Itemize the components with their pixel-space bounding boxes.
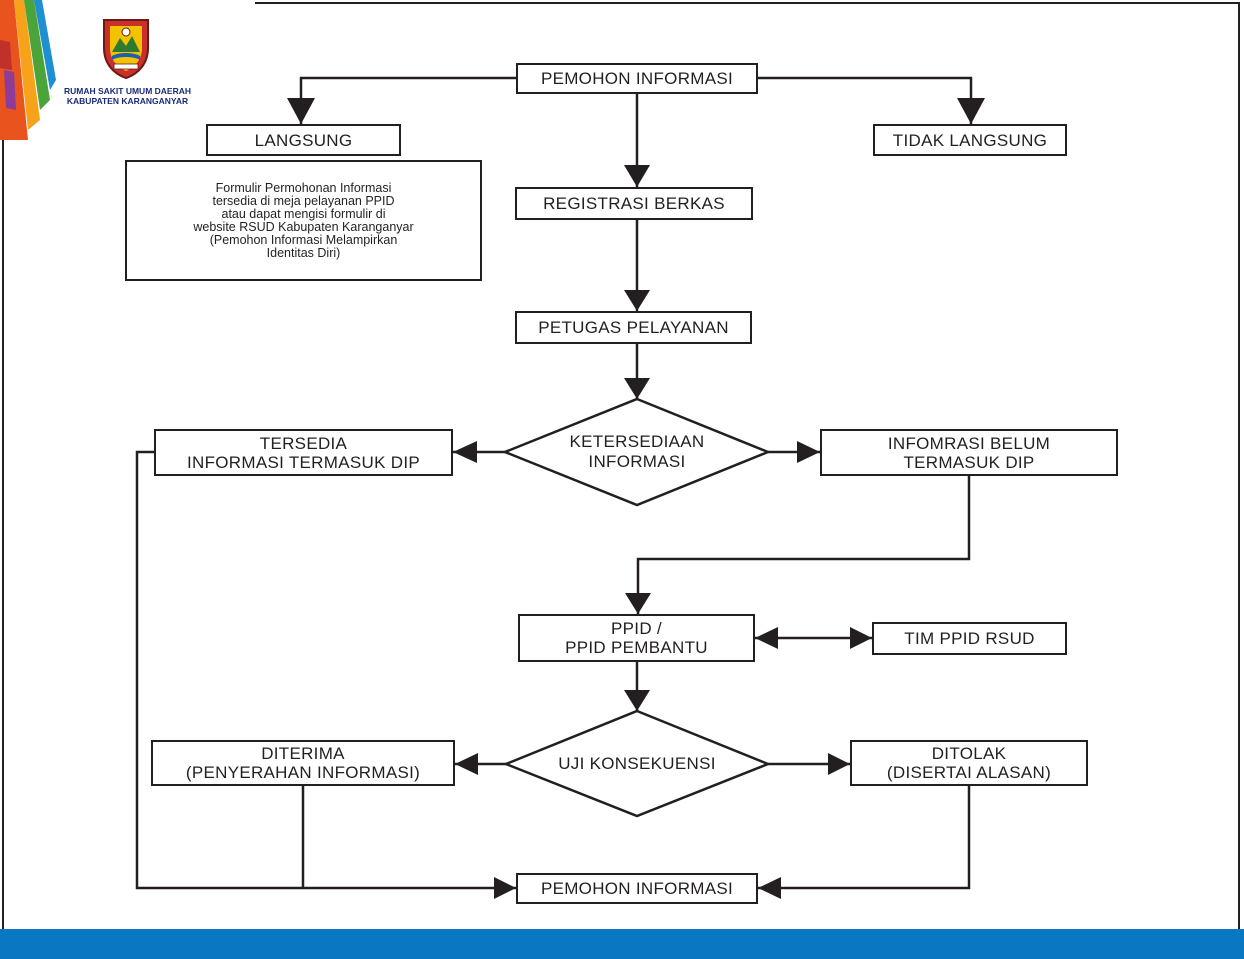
node-registrasi-berkas: REGISTRASI BERKAS — [515, 187, 753, 220]
node-ditolak-line1: DITOLAK — [931, 744, 1007, 763]
connector-start-langsung — [299, 76, 516, 124]
decorative-stripes-icon — [0, 0, 56, 140]
node-registrasi-label: REGISTRASI BERKAS — [543, 194, 725, 213]
node-diterima-line2: (PENYERAHAN INFORMASI) — [185, 763, 421, 782]
node-belum-line1: INFOMRASI BELUM — [887, 433, 1051, 453]
node-pemohon-start-label: PEMOHON INFORMASI — [540, 69, 734, 88]
node-tidak-langsung-label: TIDAK LANGSUNG — [892, 130, 1048, 150]
node-ditolak-line2: (DISERTAI ALASAN) — [886, 763, 1052, 782]
decision-ketersediaan-shape — [501, 397, 772, 507]
node-tim-ppid: TIM PPID RSUD — [872, 622, 1067, 655]
connector-ditolak-end — [758, 786, 971, 890]
node-diterima: DITERIMA (PENYERAHAN INFORMASI) — [151, 740, 455, 786]
node-belum-dip: INFOMRASI BELUM TERMASUK DIP — [820, 429, 1118, 476]
node-ditolak: DITOLAK (DISERTAI ALASAN) — [850, 740, 1088, 786]
node-langsung-label: LANGSUNG — [254, 130, 353, 150]
node-tersedia-line2: INFORMASI TERMASUK DIP — [187, 452, 420, 472]
decision-uji-label: UJI KONSEKUENSI — [530, 752, 744, 776]
org-name-line1: RUMAH SAKIT UMUM DAERAH — [63, 86, 192, 96]
node-pemohon-end-label: PEMOHON INFORMASI — [540, 879, 734, 898]
note-line: website RSUD Kabupaten Karanganyar — [193, 219, 414, 234]
note-line: atau dapat mengisi formulir di — [221, 206, 386, 221]
node-diterima-line1: DITERIMA — [261, 744, 345, 763]
note-line: (Pemohon Informasi Melampirkan — [209, 232, 398, 247]
node-tersedia: TERSEDIA INFORMASI TERMASUK DIP — [154, 429, 453, 476]
node-langsung: LANGSUNG — [206, 124, 401, 156]
node-petugas-pelayanan: PETUGAS PELAYANAN — [515, 311, 752, 344]
node-tersedia-line1: TERSEDIA — [259, 433, 348, 453]
decision-uji-text: UJI KONSEKUENSI — [558, 754, 716, 773]
header-logo-area: RUMAH SAKIT UMUM DAERAH KABUPATEN KARANG… — [0, 0, 255, 140]
node-pemohon-end: PEMOHON INFORMASI — [516, 873, 758, 904]
note-line: tersedia di meja pelayanan PPID — [212, 193, 395, 208]
node-ppid-line1: PPID / — [611, 619, 662, 638]
connector-belum-ppid — [636, 476, 971, 614]
note-line: Identitas Diri) — [266, 245, 341, 260]
bottom-accent-bar — [0, 929, 1244, 959]
node-belum-line2: TERMASUK DIP — [903, 452, 1035, 472]
node-pemohon-start: PEMOHON INFORMASI — [516, 63, 758, 94]
decision-ketersediaan-label: KETERSEDIAAN INFORMASI — [530, 430, 744, 474]
karanganyar-crest-icon — [103, 19, 149, 80]
connector-start-tidak-langsung — [758, 76, 973, 124]
node-formulir-note: Formulir Permohonan Informasi tersedia d… — [125, 160, 482, 281]
node-tidak-langsung: TIDAK LANGSUNG — [873, 124, 1067, 156]
node-ppid-line2: PPID PEMBANTU — [565, 638, 708, 657]
note-line: Formulir Permohonan Informasi — [215, 180, 392, 195]
org-name-line2: KABUPATEN KARANGANYAR — [66, 96, 189, 106]
decision-uji-shape — [502, 709, 772, 818]
connector-tersedia-end — [135, 450, 516, 890]
decision-ketersediaan-line2: INFORMASI — [588, 452, 686, 471]
node-tim-ppid-label: TIM PPID RSUD — [904, 629, 1035, 648]
decision-ketersediaan-line1: KETERSEDIAAN — [569, 432, 705, 451]
node-ppid: PPID / PPID PEMBANTU — [518, 614, 755, 662]
node-petugas-label: PETUGAS PELAYANAN — [538, 318, 729, 337]
